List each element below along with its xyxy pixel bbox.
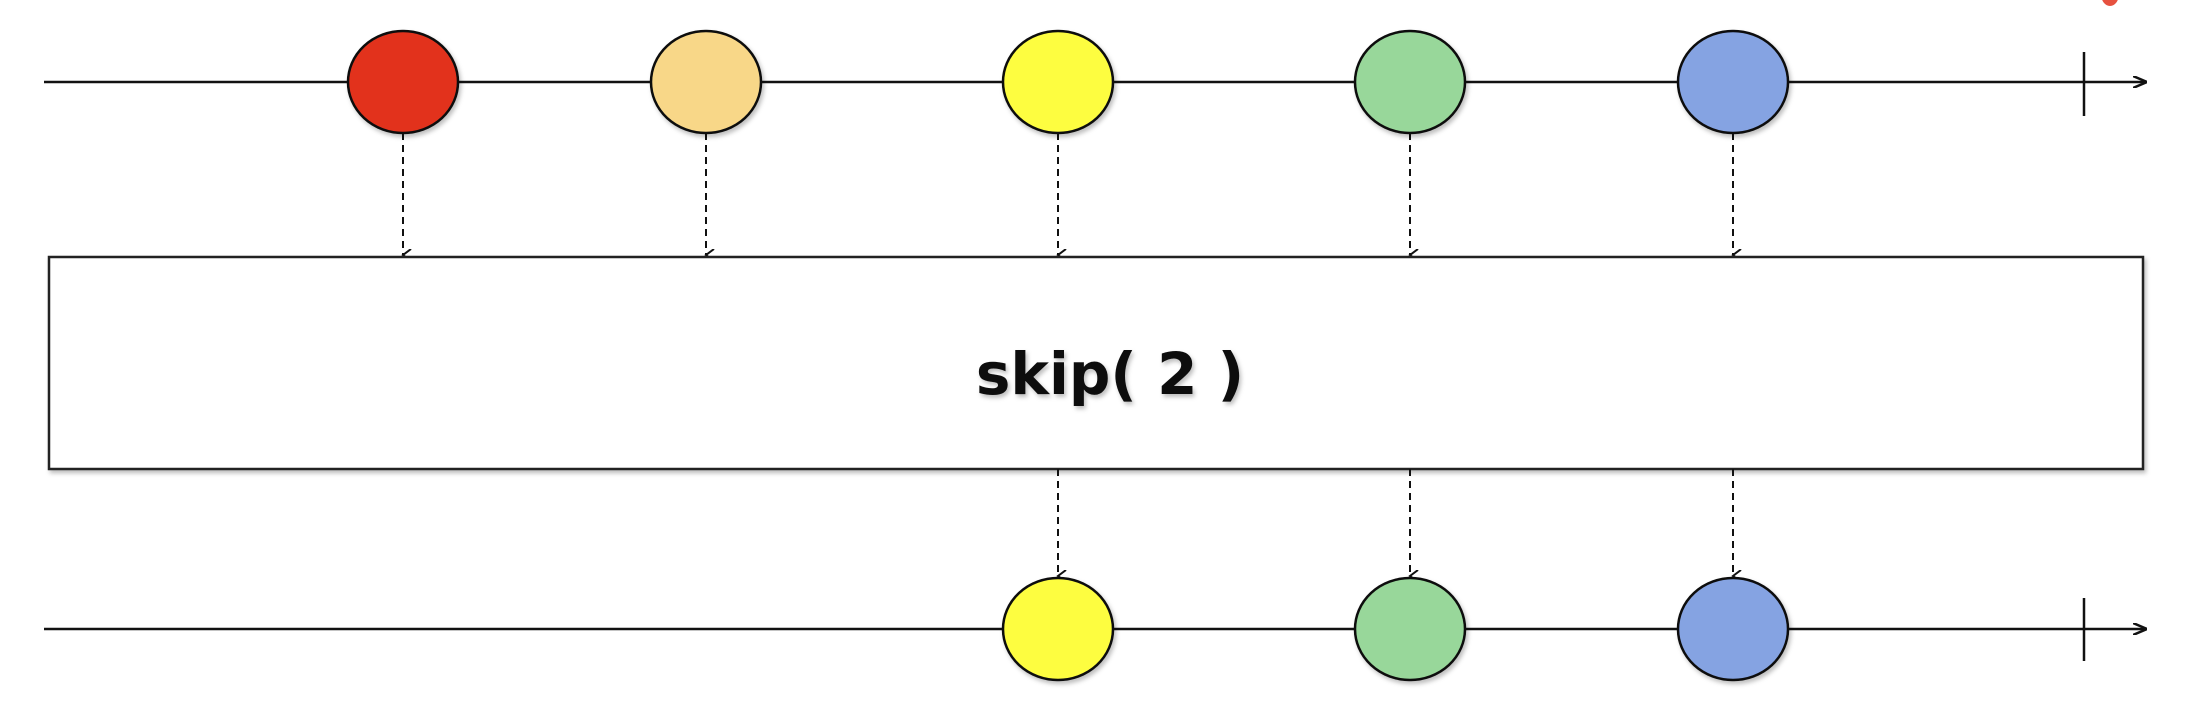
operator-box: skip( 2 ) [47,255,2145,471]
input-marble [1001,29,1115,135]
input-marble [649,29,763,135]
corner-mark [2102,0,2118,6]
input-marble [1676,29,1790,135]
operator-label: skip( 2 ) [976,340,1244,408]
output-marble [1353,576,1467,682]
input-connectors [403,133,1733,255]
output-connectors [1058,469,1733,576]
input-marble [346,29,460,135]
output-marbles [1001,576,1790,682]
output-marble [1001,576,1115,682]
input-marble [1353,29,1467,135]
output-marble [1676,576,1790,682]
operator-box-rect [47,255,2145,471]
input-marbles [346,29,1790,135]
